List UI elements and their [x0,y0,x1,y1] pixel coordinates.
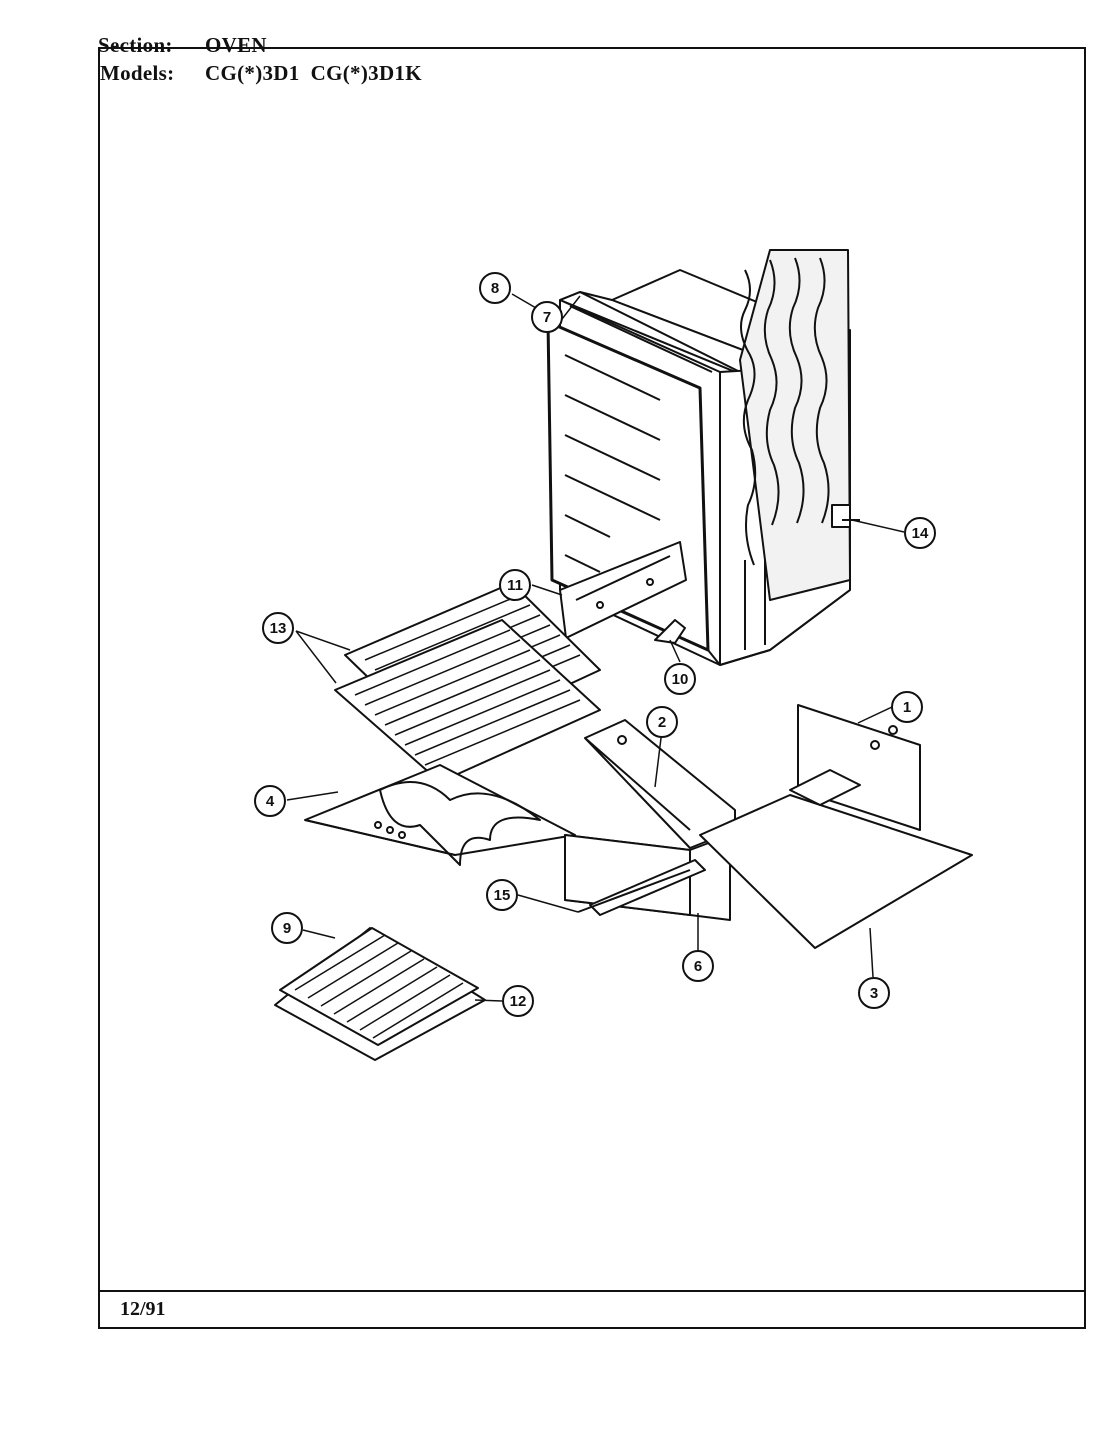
callout-number: 15 [494,887,511,904]
callout-9: 9 [271,912,303,944]
callout-number: 8 [491,280,499,297]
callout-2: 2 [646,706,678,738]
callout-circle [646,706,678,738]
callout-number: 14 [912,525,929,542]
callout-circle [531,301,563,333]
callout-circle [664,663,696,695]
section-value: OVEN [205,33,267,57]
callout-4: 4 [254,785,286,817]
callout-number: 2 [658,714,666,731]
leader-lines [286,293,905,1002]
section-label: Section: [98,33,173,57]
diagram-frame [98,47,1086,1329]
callout-circle [262,612,294,644]
callout-14: 14 [904,517,936,549]
revision-date: 12/91 [120,1298,166,1320]
callout-circle [271,912,303,944]
callout-number: 10 [672,671,689,688]
models-label: Models: [100,61,175,85]
callout-circle [479,272,511,304]
callout-number: 6 [694,958,702,975]
models-value: CG(*)3D1 CG(*)3D1K [205,61,422,85]
callout-number: 12 [510,993,527,1010]
broiler-pan-part [274,927,486,1061]
callout-number: 4 [266,793,275,810]
callout-circle [486,879,518,911]
panel-11-part [559,541,687,639]
footer-divider [98,1290,1084,1292]
callout-number: 1 [903,699,911,716]
callout-circle [858,977,890,1009]
callout-13: 13 [262,612,294,644]
callout-6: 6 [682,950,714,982]
callout-circle [502,985,534,1017]
callout-11: 11 [499,569,531,601]
bottom-plate-part [699,704,973,949]
oven-racks-part [334,582,601,783]
oven-bottom-part [304,764,576,866]
callout-circle [891,691,923,723]
callout-number: 3 [870,985,878,1002]
callout-number: 7 [543,309,551,326]
callout-12: 12 [502,985,534,1017]
callout-circle [499,569,531,601]
callout-number: 9 [283,920,291,937]
clip-10-part [654,619,686,644]
callout-3: 3 [858,977,890,1009]
callout-circle [682,950,714,982]
callout-circle [904,517,936,549]
burner-assembly-part [564,719,736,921]
callout-circle [254,785,286,817]
callout-1: 1 [891,691,923,723]
callout-number: 13 [270,620,287,637]
callout-7: 7 [531,301,563,333]
callout-15: 15 [486,879,518,911]
callout-10: 10 [664,663,696,695]
callout-8: 8 [479,272,511,304]
callout-number: 11 [507,577,523,594]
